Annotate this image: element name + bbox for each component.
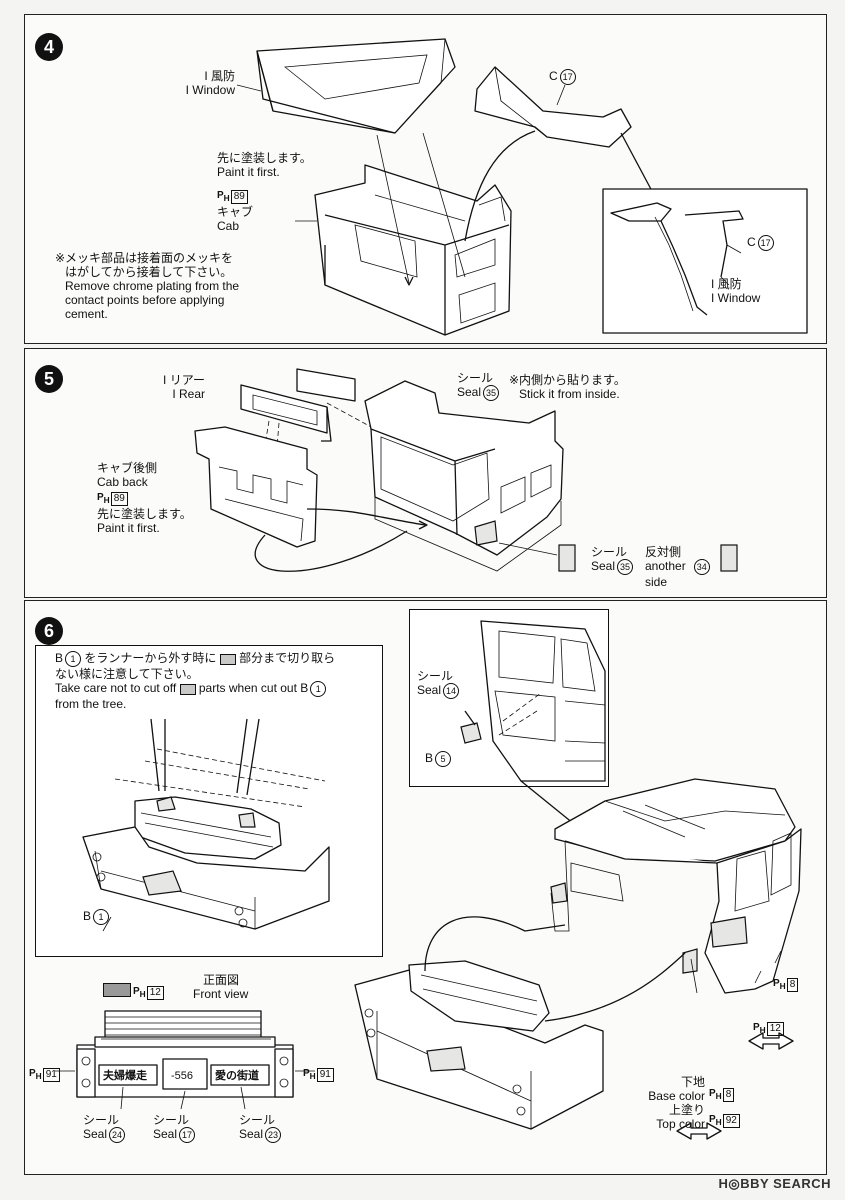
truck-cab-assembly	[354, 778, 802, 1140]
inside-note: ※内側から貼ります。Stick it from inside.	[509, 373, 626, 401]
plate-left: 夫婦爆走	[103, 1069, 147, 1082]
step-number: 4	[35, 33, 63, 61]
plate-mid: -556	[171, 1070, 194, 1082]
plate-right: 愛の街道	[215, 1069, 259, 1082]
grey-swatch	[219, 653, 236, 665]
step5-cab-back-assembly	[194, 368, 738, 572]
paint-first-note: 先に塗装します。Paint it first.	[217, 151, 312, 179]
hobby-search-watermark: H◎BBY SEARCH	[718, 1176, 831, 1191]
front-view-drawing	[55, 1010, 315, 1110]
legend-swatch	[103, 983, 131, 997]
grey-swatch	[179, 683, 196, 695]
step4-window-part	[236, 38, 808, 336]
step6-grille-detail	[82, 718, 330, 932]
step-number: 5	[35, 365, 63, 393]
chrome-note: ※メッキ部品は接着面のメッキを はがしてから接着して下さい。 Remove ch…	[55, 251, 240, 321]
step-number: 6	[35, 617, 63, 645]
door-detail-drawing	[460, 620, 606, 842]
